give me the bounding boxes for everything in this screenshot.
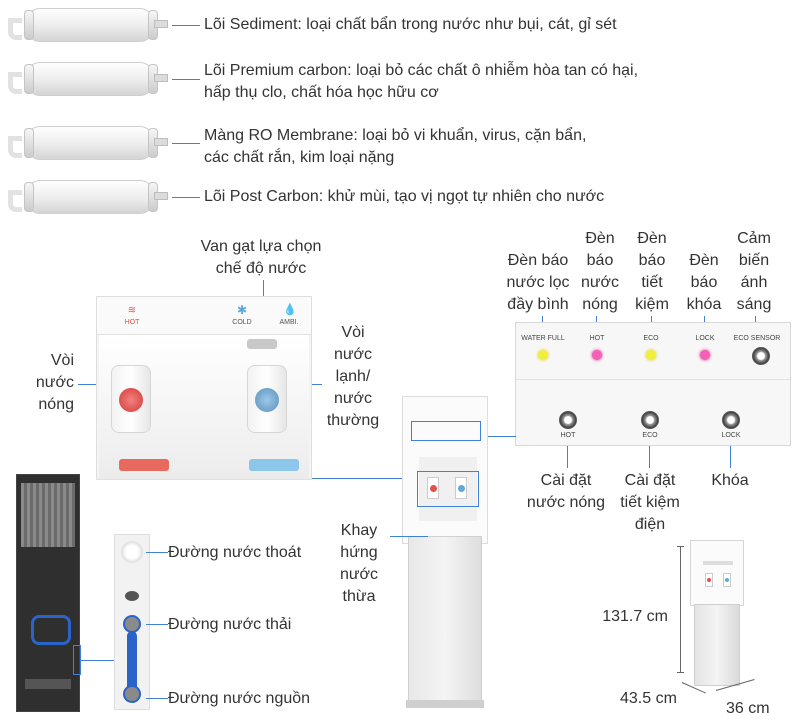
filter-premium-carbon <box>6 58 176 100</box>
cold-tap[interactable] <box>247 365 287 433</box>
control-panel-closeup: WATER FULL HOT ECO LOCK ECO SENSOR HOT E… <box>515 322 791 446</box>
lock-led-text: LOCK <box>695 335 715 342</box>
hot-tap[interactable] <box>111 365 151 433</box>
filter-sediment <box>6 4 176 46</box>
hot-setting-button[interactable] <box>559 411 577 429</box>
eco-sensor-text: ECO SENSOR <box>733 335 781 342</box>
selector-lever[interactable] <box>247 339 277 349</box>
width-dimension: 36 cm <box>726 700 770 717</box>
cold-icon-text: COLD <box>232 319 252 326</box>
hot-icon: ≋ <box>127 305 137 316</box>
lock-button[interactable] <box>722 411 740 429</box>
hot-drip-tray-mark <box>119 459 169 471</box>
drain-pipe-label: Đường nước thoát <box>168 544 302 561</box>
lock-button-text: LOCK <box>721 432 741 439</box>
eco-button-text: ECO <box>642 432 658 439</box>
hot-led <box>592 350 602 360</box>
water-full-text: WATER FULL <box>521 335 565 342</box>
filter-premium-carbon-label: Lõi Premium carbon: loại bỏ các chất ô n… <box>204 62 639 101</box>
lock-label: Khóa <box>711 472 749 489</box>
water-dispenser-front <box>402 396 488 708</box>
snowflake-icon: ✱ <box>236 303 248 317</box>
eco-setting-button[interactable] <box>641 411 659 429</box>
pipe-closeup <box>114 534 150 710</box>
depth-dimension: 43.5 cm <box>620 690 677 707</box>
filter-post-carbon-label: Lõi Post Carbon: khử mùi, tạo vị ngọt tự… <box>204 188 605 205</box>
filter-ro-membrane <box>6 122 176 164</box>
eco-led-text: ECO <box>643 335 659 342</box>
water-dispenser-back <box>16 474 81 712</box>
filter-post-carbon <box>6 176 176 218</box>
light-sensor <box>752 347 770 365</box>
dispensing-panel-closeup: ≋ HOT ✱ COLD 💧 AMBI. <box>96 296 312 480</box>
filter-sediment-label: Lõi Sediment: loại chất bẩn trong nước n… <box>204 16 617 33</box>
waste-pipe-label: Đường nước thải <box>168 616 292 633</box>
hot-icon-text: HOT <box>124 319 140 326</box>
ambi-icon-text: AMBI. <box>279 319 299 326</box>
hot-led-text: HOT <box>589 335 605 342</box>
water-full-led <box>538 350 548 360</box>
lock-led <box>700 350 710 360</box>
cold-drip-tray-mark <box>249 459 299 471</box>
water-dispenser-dimension-view <box>690 540 744 690</box>
waste-pipe <box>127 631 137 695</box>
filter-ro-membrane-label: Màng RO Membrane: loại bỏ vi khuẩn, viru… <box>204 127 587 166</box>
source-pipe-label: Đường nước nguồn <box>168 690 311 707</box>
hot-button-text: HOT <box>560 432 576 439</box>
eco-led <box>646 350 656 360</box>
droplet-icon: 💧 <box>283 304 297 316</box>
height-dimension: 131.7 cm <box>602 608 668 625</box>
